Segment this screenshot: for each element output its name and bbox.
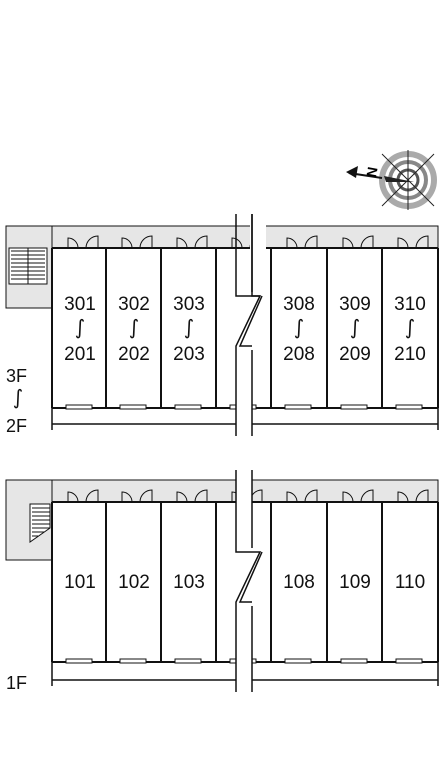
unit: 301∫ 201 [51,235,108,410]
unit-number-lower: 203 [173,344,205,365]
unit-number-upper: 301 [64,294,96,315]
window-icon [395,658,423,664]
ground-floor-block: 101 102 103 108 109 110 [5,479,439,686]
unit-number: 103 [173,572,205,593]
unit: 308∫ 208 [270,235,327,410]
window-icon [174,404,202,410]
unit-number-upper: 309 [339,294,371,315]
floor-separator: ∫ [13,385,23,409]
ground-unit-row: 101 102 103 108 109 110 [51,489,439,664]
unit-number: 109 [339,572,371,593]
unit-number: 101 [64,572,96,593]
staircase-icon [8,247,48,285]
unit-range-separator: ∫ [184,315,194,339]
unit: 310∫ 210 [381,235,439,410]
window-icon [119,658,147,664]
staircase-icon [29,503,51,543]
window-icon [284,404,312,410]
compass-rose-icon [379,150,437,210]
unit: 102 [105,489,162,664]
window-icon [395,404,423,410]
unit: 309∫ 209 [326,235,383,410]
window-icon [65,404,93,410]
north-arrow-icon [346,166,383,179]
unit: 103 [160,489,217,664]
floor-label-2f: 2F [6,416,27,436]
unit-number-lower: 202 [118,344,150,365]
break-mark-upper [235,214,266,436]
unit-number-upper: 303 [173,294,205,315]
window-icon [340,404,368,410]
unit: 302∫ 202 [105,235,162,410]
window-icon [174,658,202,664]
compass: N [346,150,437,210]
window-icon [119,404,147,410]
unit-number-upper: 308 [283,294,315,315]
floor-label-3f: 3F [6,366,27,386]
break-mark-ground [235,470,263,692]
unit-range-separator: ∫ [294,315,304,339]
unit: 101 [51,489,108,664]
unit-number: 108 [283,572,315,593]
unit-number-lower: 201 [64,344,96,365]
window-icon [65,658,93,664]
unit: 109 [326,489,383,664]
unit-number-lower: 210 [394,344,426,365]
unit-range-separator: ∫ [405,315,415,339]
unit: 110 [381,489,439,664]
unit: 303∫ 203 [160,235,217,410]
unit-number: 102 [118,572,150,593]
upper-unit-row: 301∫201302∫202303∫203308∫208309∫209310∫2… [51,235,439,410]
unit-range-separator: ∫ [350,315,360,339]
unit-number-lower: 208 [283,344,315,365]
unit-number: 110 [395,572,425,593]
unit-number-upper: 302 [118,294,150,315]
unit-range-separator: ∫ [129,315,139,339]
unit-range-separator: ∫ [75,315,85,339]
upper-floors-block: 301∫201302∫202303∫203308∫208309∫209310∫2… [5,225,439,430]
unit-number-lower: 209 [339,344,371,365]
floor-label-1f: 1F [6,673,27,693]
window-icon [284,658,312,664]
north-label: N [363,166,381,179]
unit: 108 [270,489,327,664]
window-icon [340,658,368,664]
unit-number-upper: 310 [394,294,426,315]
